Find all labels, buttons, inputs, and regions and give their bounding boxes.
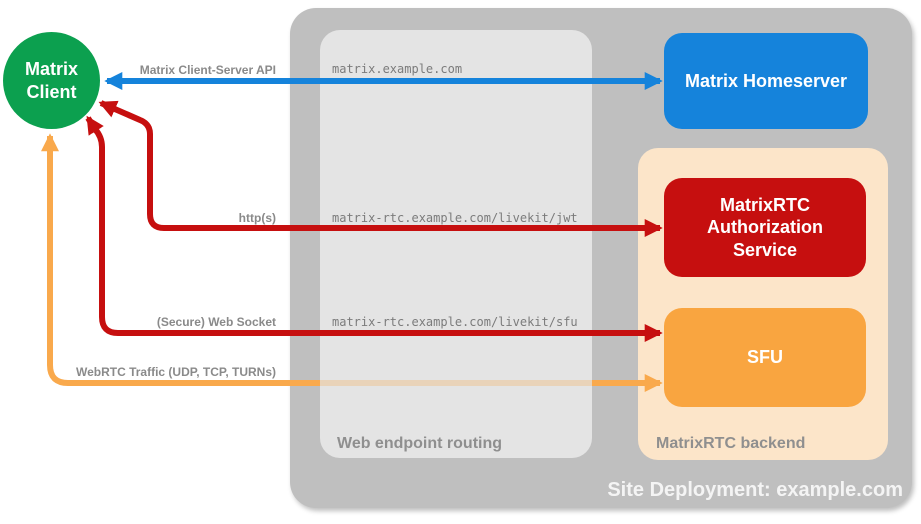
endpoint-livekit-sfu: matrix-rtc.example.com/livekit/sfu	[332, 315, 578, 329]
matrixrtc-authorization-service-node: MatrixRTC Authorization Service	[664, 178, 866, 277]
sfu-node: SFU	[664, 308, 866, 407]
sfu-label: SFU	[747, 347, 783, 368]
matrix-client-node: Matrix Client	[3, 32, 100, 129]
matrixrtc-backend-caption: MatrixRTC backend	[656, 435, 806, 452]
matrix-homeserver-label: Matrix Homeserver	[684, 70, 848, 91]
webrtc-traffic-arrow	[41, 133, 320, 386]
matrix-homeserver-node: Matrix Homeserver	[664, 33, 868, 129]
matrix-client-label: Matrix Client	[24, 59, 78, 102]
webrtc-traffic-label: WebRTC Traffic (UDP, TCP, TURNs)	[75, 365, 276, 379]
matrixrtc-authorization-service-label: MatrixRTC Authorization Service	[707, 194, 823, 260]
secure-web-socket-label: (Secure) Web Socket	[156, 315, 276, 329]
web-endpoint-routing-caption: Web endpoint routing	[337, 435, 503, 452]
client-server-api-label: Matrix Client-Server API	[139, 63, 276, 77]
https-label: http(s)	[238, 211, 276, 225]
endpoint-matrix-example-com: matrix.example.com	[332, 62, 463, 76]
web-endpoint-routing-container	[320, 30, 592, 458]
site-deployment-caption: Site Deployment: example.com	[607, 479, 903, 501]
endpoint-livekit-jwt: matrix-rtc.example.com/livekit/jwt	[332, 211, 578, 225]
